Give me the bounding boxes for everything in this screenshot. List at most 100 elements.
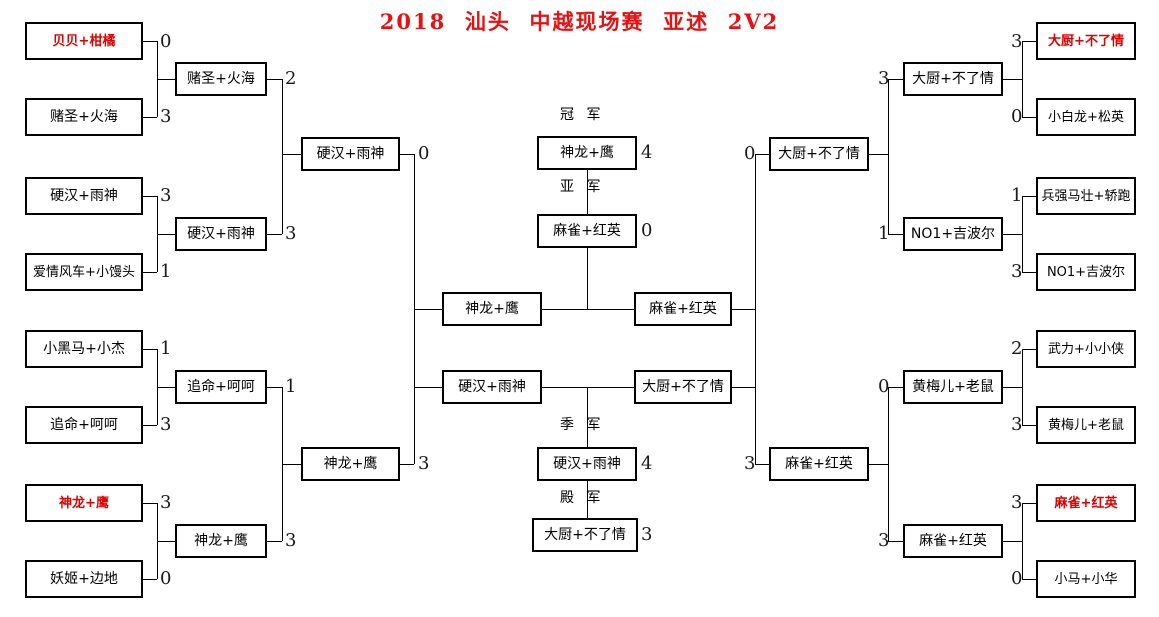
left-r3-team-1[interactable]: 硬汉+雨神 bbox=[301, 137, 400, 171]
connector bbox=[888, 387, 903, 388]
connector bbox=[400, 154, 414, 155]
right-r1-team-6[interactable]: 黄梅儿+老鼠 bbox=[1036, 406, 1136, 444]
right-r2-team-4[interactable]: 麻雀+红英 bbox=[903, 524, 1003, 558]
connector bbox=[755, 154, 756, 464]
left-r2-team-4[interactable]: 神龙+鹰 bbox=[175, 524, 267, 558]
connector bbox=[400, 464, 414, 465]
connector bbox=[157, 541, 175, 542]
placement-score-runner-up: 0 bbox=[641, 220, 653, 241]
placement-box-fourth[interactable]: 大厨+不了情 bbox=[532, 518, 638, 552]
left-r1-team-7[interactable]: 神龙+鹰 bbox=[25, 484, 143, 522]
connector bbox=[157, 387, 175, 388]
right-r1-score-5: 2 bbox=[1011, 338, 1023, 359]
left-r1-team-6[interactable]: 追命+呵呵 bbox=[25, 406, 143, 444]
right-r1-score-2: 0 bbox=[1011, 106, 1023, 127]
rank-caption-fourth: 殿 军 bbox=[560, 490, 605, 506]
semifinal-team-left-upper[interactable]: 神龙+鹰 bbox=[442, 292, 542, 326]
right-r2-team-2[interactable]: NO1+吉波尔 bbox=[903, 217, 1003, 251]
right-r2-team-1[interactable]: 大厨+不了情 bbox=[903, 62, 1003, 96]
connector bbox=[1022, 503, 1036, 504]
placement-box-champion[interactable]: 神龙+鹰 bbox=[537, 136, 637, 170]
right-r2-score-4: 3 bbox=[878, 530, 890, 551]
connector bbox=[1022, 41, 1023, 117]
connector bbox=[143, 272, 157, 273]
right-r3-team-1[interactable]: 大厨+不了情 bbox=[769, 137, 869, 171]
connector bbox=[1003, 79, 1022, 80]
left-r2-team-1[interactable]: 赌圣+火海 bbox=[175, 62, 267, 96]
left-r2-score-3: 1 bbox=[285, 376, 297, 397]
right-r1-team-7[interactable]: 麻雀+红英 bbox=[1036, 484, 1136, 522]
left-r1-score-8: 0 bbox=[160, 568, 172, 589]
left-r2-score-1: 2 bbox=[285, 68, 297, 89]
right-r2-team-3[interactable]: 黄梅儿+老鼠 bbox=[903, 370, 1003, 404]
connector bbox=[869, 154, 888, 155]
right-r1-team-5[interactable]: 武力+小小侠 bbox=[1036, 330, 1136, 368]
left-r3-score-2: 3 bbox=[418, 453, 430, 474]
left-r2-score-2: 3 bbox=[285, 223, 297, 244]
left-r1-team-2[interactable]: 赌圣+火海 bbox=[25, 98, 143, 136]
left-r1-team-1[interactable]: 贝贝+柑橘 bbox=[25, 22, 143, 60]
right-r1-team-3[interactable]: 兵强马壮+轿跑 bbox=[1036, 177, 1136, 215]
left-r2-team-2[interactable]: 硬汉+雨神 bbox=[175, 217, 267, 251]
left-r1-score-5: 1 bbox=[160, 338, 172, 359]
connector bbox=[1022, 579, 1036, 580]
left-r1-team-5[interactable]: 小黑马+小杰 bbox=[25, 330, 143, 368]
connector bbox=[1022, 272, 1036, 273]
connector bbox=[1003, 234, 1022, 235]
connector bbox=[143, 579, 157, 580]
left-r1-score-3: 3 bbox=[160, 185, 172, 206]
left-r3-score-1: 0 bbox=[418, 143, 430, 164]
connector bbox=[1022, 196, 1023, 272]
connector bbox=[157, 234, 175, 235]
right-r1-team-4[interactable]: NO1+吉波尔 bbox=[1036, 253, 1136, 291]
rank-caption-third: 季 军 bbox=[560, 417, 605, 433]
connector bbox=[1022, 349, 1036, 350]
right-r1-score-1: 3 bbox=[1011, 31, 1023, 52]
right-r2-score-2: 1 bbox=[878, 223, 890, 244]
connector bbox=[157, 79, 175, 80]
connector bbox=[1022, 41, 1036, 42]
connector bbox=[755, 464, 769, 465]
left-r1-team-3[interactable]: 硬汉+雨神 bbox=[25, 177, 143, 215]
connector bbox=[1003, 387, 1022, 388]
connector bbox=[888, 234, 903, 235]
connector bbox=[888, 79, 903, 80]
connector bbox=[143, 117, 157, 118]
connector bbox=[755, 154, 769, 155]
connector bbox=[1022, 503, 1023, 579]
semifinal-team-left-lower[interactable]: 硬汉+雨神 bbox=[442, 370, 542, 404]
placement-box-third[interactable]: 硬汉+雨神 bbox=[537, 447, 637, 481]
connector bbox=[267, 541, 282, 542]
connector bbox=[1022, 196, 1036, 197]
left-r1-team-8[interactable]: 妖姬+边地 bbox=[25, 560, 143, 598]
rank-caption-champion: 冠 军 bbox=[560, 107, 605, 123]
connector bbox=[1022, 425, 1036, 426]
right-r1-team-8[interactable]: 小马+小华 bbox=[1036, 560, 1136, 598]
connector bbox=[888, 387, 889, 541]
semifinal-team-right-upper[interactable]: 麻雀+红英 bbox=[634, 292, 732, 326]
connector bbox=[143, 503, 157, 504]
connector bbox=[414, 309, 442, 310]
right-r1-team-2[interactable]: 小白龙+松英 bbox=[1036, 98, 1136, 136]
connector bbox=[414, 387, 442, 388]
left-r3-team-2[interactable]: 神龙+鹰 bbox=[301, 447, 400, 481]
right-r1-team-1[interactable]: 大厨+不了情 bbox=[1036, 22, 1136, 60]
connector bbox=[282, 79, 283, 234]
connector bbox=[587, 387, 588, 447]
placement-box-runner-up[interactable]: 麻雀+红英 bbox=[537, 214, 637, 248]
connector bbox=[587, 481, 588, 518]
connector bbox=[282, 154, 301, 155]
left-r1-team-4[interactable]: 爱情风车+小馒头 bbox=[25, 253, 143, 291]
placement-score-third: 4 bbox=[641, 453, 653, 474]
right-r2-score-3: 0 bbox=[878, 376, 890, 397]
right-r1-score-7: 3 bbox=[1011, 492, 1023, 513]
left-r2-score-4: 3 bbox=[285, 530, 297, 551]
semifinal-team-right-lower[interactable]: 大厨+不了情 bbox=[634, 370, 732, 404]
right-r3-team-2[interactable]: 麻雀+红英 bbox=[769, 447, 869, 481]
connector bbox=[143, 349, 157, 350]
connector bbox=[542, 387, 634, 388]
left-r2-team-3[interactable]: 追命+呵呵 bbox=[175, 370, 267, 404]
connector bbox=[888, 79, 889, 234]
connector bbox=[869, 464, 888, 465]
